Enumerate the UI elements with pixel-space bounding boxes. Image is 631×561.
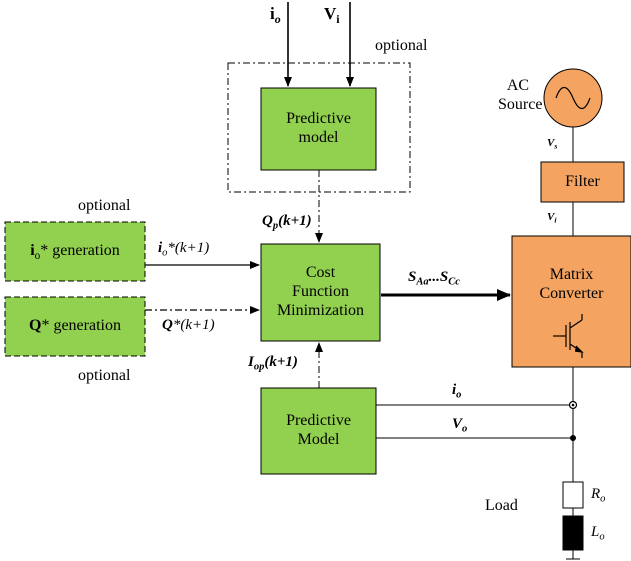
predictive-model-bottom-text: Predictive Model [261, 388, 376, 474]
io-generation-box [4, 221, 146, 282]
io-feedback-label: io [452, 382, 462, 401]
matrix-converter-line2: Converter [539, 285, 604, 302]
predictive-model-top-box [260, 87, 377, 171]
q-generation-box [4, 296, 146, 357]
matrix-converter-text: Matrix Converter [512, 262, 631, 308]
io-ref-label: io*(k+1) [158, 240, 210, 259]
resistor-symbol [562, 481, 584, 509]
filter-box [540, 161, 625, 203]
q-ref-label: Q*(k+1) [162, 317, 215, 333]
vi-input-label: Vi [324, 4, 340, 27]
predictive-model-bottom-line1: Predictive [286, 412, 351, 430]
optional-label-top: optional [375, 37, 428, 54]
io-generation-text: io* generation [30, 242, 120, 262]
inductor-label: Lo [591, 524, 605, 543]
matrix-converter-line1: Matrix [549, 266, 594, 284]
io-input-label: io [270, 4, 281, 27]
voltage-sensor-node [570, 435, 576, 441]
cost-function-line1: Cost [305, 264, 336, 282]
predictive-model-bottom-line2: Model [297, 431, 340, 448]
igbt-icon [553, 314, 584, 358]
vo-feedback-label: Vo [452, 416, 468, 435]
cost-function-box [260, 243, 381, 342]
predictive-model-top-text: Predictive model [261, 88, 376, 170]
cost-function-text: Cost Function Minimization [261, 244, 380, 341]
current-sensor-dot [571, 403, 575, 407]
cost-function-line2: Function [292, 283, 349, 301]
cost-function-line3: Minimization [276, 301, 365, 319]
resistor-label: Ro [591, 486, 606, 505]
ac-source-label: AC Source [498, 77, 543, 114]
vi-label: Vi [547, 211, 557, 225]
sine-wave-icon [555, 86, 591, 110]
load-label: Load [485, 497, 518, 514]
optional-label-left-top: optional [78, 197, 131, 214]
qp-label: Qp(k+1) [262, 213, 312, 232]
optional-label-left-bottom: optional [78, 367, 131, 384]
iop-label: Iop(k+1) [248, 354, 298, 373]
vs-label: Vs [547, 137, 558, 151]
predictive-model-bottom-box [260, 387, 377, 475]
predictive-model-top-line2: model [298, 129, 339, 146]
filter-text: Filter [565, 172, 600, 190]
switching-signals-label: SAa...SCc [408, 269, 460, 288]
q-generation-text: Q* generation [29, 317, 121, 335]
inductor-symbol [562, 515, 584, 551]
predictive-model-top-line1: Predictive [286, 110, 351, 128]
